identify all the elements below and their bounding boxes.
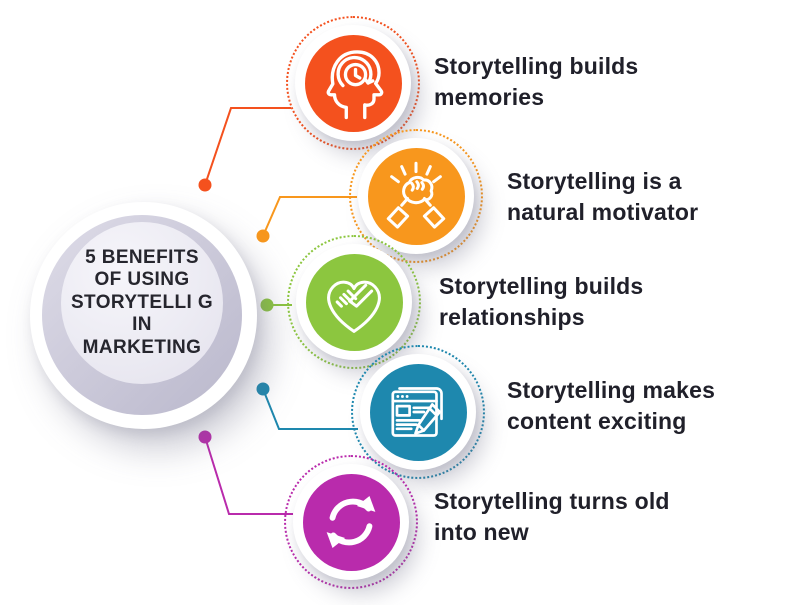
benefit-label-motivator: Storytelling is a natural motivator (507, 166, 698, 228)
dotted-ring (351, 345, 485, 479)
refresh-icon (326, 495, 376, 549)
central-title-line: STORYTELLI G IN (70, 291, 214, 336)
connector-line (262, 388, 358, 430)
benefit-label-relationships: Storytelling builds relationships (439, 271, 643, 333)
colored-disc (367, 147, 465, 245)
benefit-label-memories: Storytelling builds memories (434, 51, 638, 113)
benefit-circle-motivator (349, 129, 483, 263)
benefit-circle-memories (286, 16, 420, 150)
colored-disc (305, 253, 403, 351)
connector-line (204, 107, 291, 186)
label-line: Storytelling turns old (434, 488, 670, 514)
connector-old-new (198, 430, 293, 515)
connector-dot (198, 430, 212, 444)
label-line: Storytelling makes (507, 377, 716, 403)
benefit-circle-content (351, 345, 485, 479)
head-clock-icon (326, 50, 384, 120)
label-line: content exciting (507, 408, 687, 434)
label-line: Storytelling builds (434, 53, 639, 79)
connector-dot (260, 298, 274, 312)
label-line: memories (434, 84, 545, 110)
fist-bump-icon (386, 161, 446, 229)
benefit-label-content: Storytelling makes content exciting (507, 375, 715, 437)
benefit-circle-old-new (284, 455, 418, 589)
heart-handshake-icon (327, 280, 381, 333)
label-line: Storytelling builds (439, 273, 644, 299)
benefit-circle-relationships (287, 235, 421, 369)
central-circle-inner-disc: 5 BENEFITS OF USING STORYTELLI G IN MARK… (61, 222, 223, 384)
dotted-ring (349, 129, 483, 263)
connector-dot (256, 229, 270, 243)
label-line: into new (434, 519, 529, 545)
label-line: relationships (439, 304, 585, 330)
connector-dot (198, 178, 212, 192)
connector-motivator (256, 196, 357, 243)
label-line: Storytelling is a (507, 168, 682, 194)
content-writing-icon (391, 387, 443, 437)
colored-disc (302, 473, 400, 571)
label-line: natural motivator (507, 199, 699, 225)
colored-disc (369, 363, 467, 461)
central-title-line: MARKETING (82, 336, 202, 358)
connector-line (262, 196, 357, 237)
connector-content (256, 382, 358, 430)
dotted-ring (286, 16, 420, 150)
connector-memories (198, 107, 291, 192)
benefit-label-old-new: Storytelling turns old into new (434, 486, 670, 548)
connector-dot (256, 382, 270, 396)
central-title-line: 5 BENEFITS (85, 246, 199, 268)
colored-disc (304, 34, 402, 132)
central-title: 5 BENEFITS OF USING STORYTELLI G IN MARK… (61, 247, 223, 360)
central-title-line: OF USING (94, 269, 190, 291)
dotted-ring (284, 455, 418, 589)
dotted-ring (287, 235, 421, 369)
connector-line (204, 436, 293, 515)
